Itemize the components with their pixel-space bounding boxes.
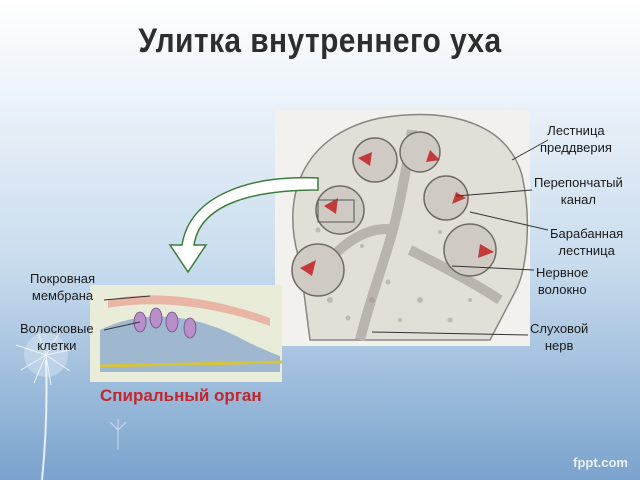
- watermark: fppt.com: [573, 455, 628, 470]
- basilar-membrane: [99, 360, 283, 368]
- zoom-box: [317, 199, 355, 223]
- spiral-organ-caption: Спиральный орган: [100, 386, 262, 405]
- cell-layer: [100, 316, 280, 372]
- leader-lines: [371, 139, 549, 336]
- hair-cells-shape: [133, 307, 197, 339]
- tectorial-membrane-shape: [108, 295, 270, 326]
- page-title: Улитка внутреннего уха: [138, 22, 502, 60]
- turn-chambers: [291, 131, 497, 297]
- membranous-canal-red: [300, 150, 494, 276]
- bone-texture: [315, 227, 482, 323]
